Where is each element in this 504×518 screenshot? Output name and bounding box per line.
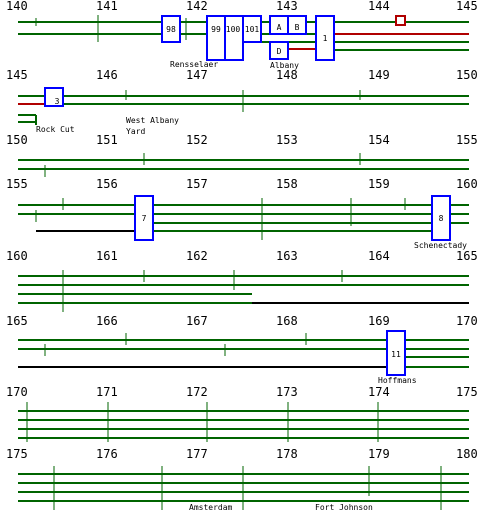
milepost-label: 148: [276, 68, 298, 82]
milepost-label: 140: [6, 0, 28, 13]
milepost-label: 157: [186, 177, 208, 191]
station-label-albany: Albany: [270, 61, 299, 70]
milepost-label: 149: [368, 68, 390, 82]
milepost-label: 173: [276, 385, 298, 399]
block-label: 1: [323, 34, 328, 43]
section-3: 155 156 157 158 159 160 7 8 Schenectady: [6, 177, 478, 250]
block-11[interactable]: 11: [386, 330, 406, 376]
milepost-label: 175: [6, 447, 28, 461]
milepost-label: 180: [456, 447, 478, 461]
block-99[interactable]: 99: [206, 15, 226, 61]
milepost-label: 159: [368, 177, 390, 191]
milepost-label: 171: [96, 385, 118, 399]
block-a[interactable]: A: [269, 15, 289, 35]
block-label: 3: [55, 97, 60, 106]
section-6: 170 171 172 173 174 175: [6, 385, 478, 442]
milepost-label: 172: [186, 385, 208, 399]
milepost-label: 155: [456, 133, 478, 147]
station-label-hoffmans: Hoffmans: [378, 376, 417, 385]
block-7[interactable]: 7: [134, 195, 154, 241]
milepost-label: 168: [276, 314, 298, 328]
milepost-label: 154: [368, 133, 390, 147]
milepost-label: 145: [456, 0, 478, 13]
block-label: 11: [391, 350, 401, 359]
section-4: 160 161 162 163 164 165: [6, 249, 478, 312]
milepost-label: 143: [276, 0, 298, 13]
milepost-label: 178: [276, 447, 298, 461]
block-label: A: [277, 23, 282, 32]
milepost-label: 150: [6, 133, 28, 147]
milepost-label: 147: [186, 68, 208, 82]
milepost-label: 170: [456, 314, 478, 328]
milepost-label: 161: [96, 249, 118, 263]
block-label: D: [277, 47, 282, 56]
milepost-label: 166: [96, 314, 118, 328]
milepost-label: 174: [368, 385, 390, 399]
milepost-label: 179: [368, 447, 390, 461]
milepost-label: 160: [456, 177, 478, 191]
block-b[interactable]: B: [287, 15, 307, 35]
block-label: 7: [142, 214, 147, 223]
milepost-label: 165: [456, 249, 478, 263]
milepost-label: 170: [6, 385, 28, 399]
milepost-label: 167: [186, 314, 208, 328]
milepost-label: 150: [456, 68, 478, 82]
section-1: 145 146 147 148 149 150 3 Rock Cut West …: [6, 68, 478, 136]
station-label-fort-johnson: Fort Johnson: [315, 503, 373, 512]
block-label: 8: [439, 214, 444, 223]
milepost-label: 156: [96, 177, 118, 191]
milepost-label: 146: [96, 68, 118, 82]
section-7: 175 176 177 178 179 180 Amsterdam Fort J…: [6, 447, 478, 512]
station-label-rock-cut: Rock Cut: [36, 125, 75, 134]
block-label: 99: [211, 25, 221, 34]
milepost-label: 153: [276, 133, 298, 147]
milepost-label: 165: [6, 314, 28, 328]
section-5: 165 166 167 168 169 170 11 Hoffmans: [6, 314, 478, 385]
section-2: 150 151 152 153 154 155: [6, 133, 478, 177]
milepost-label: 141: [96, 0, 118, 13]
milepost-label: 176: [96, 447, 118, 461]
station-label-west-albany: West Albany: [126, 116, 179, 125]
milepost-label: 163: [276, 249, 298, 263]
block-98[interactable]: 98: [161, 15, 181, 43]
block-8[interactable]: 8: [431, 195, 451, 241]
section-0: 140 141 142 143 144 145 98 99 100: [6, 0, 478, 70]
milepost-label: 160: [6, 249, 28, 263]
station-label-schenectady: Schenectady: [414, 241, 467, 250]
block-100[interactable]: 100: [224, 15, 244, 61]
milepost-label: 144: [368, 0, 390, 13]
milepost-label: 175: [456, 385, 478, 399]
block-101[interactable]: 101: [242, 15, 262, 43]
block-label: 100: [226, 25, 241, 34]
block-d[interactable]: D: [269, 41, 289, 60]
milepost-label: 142: [186, 0, 208, 13]
milepost-label: 158: [276, 177, 298, 191]
milepost-label: 169: [368, 314, 390, 328]
block-1[interactable]: 1: [315, 15, 335, 61]
signal-marker[interactable]: [395, 15, 406, 26]
block-label: B: [295, 23, 300, 32]
station-label-rensselaer: Rensselaer: [170, 60, 218, 69]
milepost-label: 151: [96, 133, 118, 147]
milepost-label: 152: [186, 133, 208, 147]
milepost-label: 155: [6, 177, 28, 191]
milepost-label: 162: [186, 249, 208, 263]
milepost-label: 177: [186, 447, 208, 461]
milepost-label: 164: [368, 249, 390, 263]
block-3[interactable]: 3: [44, 87, 64, 107]
block-label: 98: [166, 25, 176, 34]
station-label-yard: Yard: [126, 127, 145, 136]
milepost-label: 145: [6, 68, 28, 82]
block-label: 101: [245, 25, 260, 34]
station-label-amsterdam: Amsterdam: [189, 503, 233, 512]
